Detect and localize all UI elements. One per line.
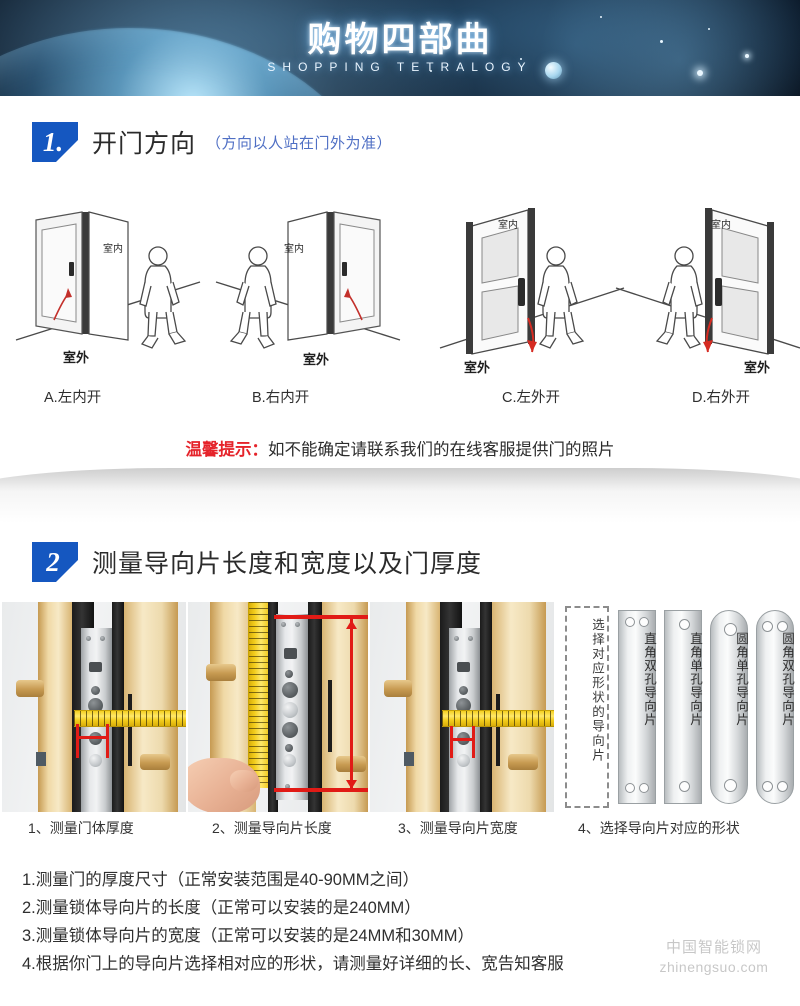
outdoor-label: 室外 (303, 352, 329, 368)
nebula-glow (520, 0, 800, 96)
door-diagram-c: 室内 室外 (432, 190, 632, 390)
select-shape-text: 选择对应形状的导向片 (590, 618, 604, 763)
site-watermark: 中国智能锁网 zhinengsuo.com (628, 936, 800, 975)
star-icon (520, 58, 522, 60)
note-1: 1.测量门的厚度尺寸（正常安装范围是40-90MM之间） (22, 871, 419, 889)
warm-tip: 温馨提示：如不能确定请联系我们的在线客服提供门的照片 (0, 436, 800, 460)
star-icon (745, 54, 749, 58)
plate-hole (724, 623, 737, 636)
guide-plate-round-single[interactable] (710, 610, 748, 804)
outdoor-label: 室外 (63, 350, 89, 366)
indoor-label: 室内 (711, 218, 731, 231)
indoor-label: 室内 (103, 242, 123, 255)
section-1-badge: 1. (32, 122, 78, 162)
door-option-a-label: A.左内开 (44, 390, 102, 406)
banner-subtitle: SHOPPING TETRALOGY (267, 60, 533, 74)
indoor-label: 室内 (498, 218, 518, 231)
caption-2: 2、测量导向片长度 (212, 820, 332, 836)
header-banner: 购物四部曲 SHOPPING TETRALOGY (0, 0, 800, 96)
photo-captions: 1、测量门体厚度 2、测量导向片长度 3、测量导向片宽度 4、选择导向片对应的形… (0, 818, 800, 842)
plate-hole (679, 619, 690, 630)
section-1-title: 开门方向 (92, 130, 197, 158)
star-icon (430, 70, 432, 72)
guide-plate-square-double-label: 直角双孔导向片 (642, 632, 656, 727)
caption-1: 1、测量门体厚度 (28, 820, 134, 836)
measurement-notes: 1.测量门的厚度尺寸（正常安装范围是40-90MM之间） 2.测量锁体导向片的长… (22, 866, 782, 978)
note-3: 3.测量锁体导向片的宽度（正常可以安装的是24MM和30MM） (22, 927, 474, 945)
measurement-photos (0, 602, 800, 812)
plate-hole (777, 781, 788, 792)
guide-plate-round-single-label: 圆角单孔导向片 (734, 632, 748, 727)
section-1-heading: 1. 开门方向 （方向以人站在门外为准） (32, 122, 392, 162)
indoor-label: 室内 (284, 242, 304, 255)
outdoor-label: 室外 (464, 360, 490, 376)
plate-hole (625, 783, 635, 793)
plate-hole (679, 781, 690, 792)
plate-hole (625, 617, 635, 627)
star-icon (708, 28, 710, 30)
guide-plate-round-double-label: 圆角双孔导向片 (780, 632, 794, 727)
star-icon (697, 70, 703, 76)
note-4: 4.根据你门上的导向片选择相对应的形状，请测量好详细的长、宽告知客服 (22, 955, 564, 973)
section-2-heading: 2 测量导向片长度和宽度以及门厚度 (32, 542, 482, 582)
door-diagram-b: 室内 室外 (208, 190, 408, 390)
moon-icon (545, 62, 562, 79)
plate-hole (762, 621, 773, 632)
guide-plate-square-single-label: 直角单孔导向片 (688, 632, 702, 727)
door-option-d-label: D.右外开 (692, 390, 750, 406)
photo-measure-plate-length (188, 602, 368, 812)
select-shape-box (565, 606, 609, 808)
star-icon (470, 22, 472, 24)
plate-hole (762, 781, 773, 792)
plate-hole (777, 621, 788, 632)
section-2-title: 测量导向片长度和宽度以及门厚度 (92, 550, 483, 578)
warm-tip-text: 如不能确定请联系我们的在线客服提供门的照片 (268, 441, 615, 459)
door-option-c-label: C.左外开 (502, 390, 560, 406)
section-2-badge: 2 (32, 542, 78, 582)
outdoor-label: 室外 (744, 360, 770, 376)
watermark-name: 中国智能锁网 (665, 939, 762, 956)
plate-hole (724, 779, 737, 792)
guide-plate-round-double[interactable] (756, 610, 794, 804)
photo-measure-door-thickness (2, 602, 186, 812)
watermark-url: zhinengsuo.com (659, 959, 769, 975)
warm-tip-label: 温馨提示： (185, 441, 269, 459)
guide-plate-square-single[interactable] (664, 610, 702, 804)
guide-plate-square-double[interactable] (618, 610, 656, 804)
caption-4: 4、选择导向片对应的形状 (578, 820, 740, 836)
photo-measure-plate-width (370, 602, 554, 812)
section-divider (0, 468, 800, 532)
section-1-note: （方向以人站在门外为准） (206, 134, 393, 152)
plate-hole (639, 617, 649, 627)
door-option-b-label: B.右内开 (252, 390, 310, 406)
guide-plate-options: 选择对应形状的导向片 直角双孔导向片 直角单孔导向片 圆角单孔导向片 圆角双孔导… (560, 602, 800, 812)
plate-hole (639, 783, 649, 793)
caption-3: 3、测量导向片宽度 (398, 820, 518, 836)
door-direction-diagrams: 室内 室外 (0, 190, 800, 390)
door-option-labels: A.左内开 B.右内开 C.左外开 D.右外开 (0, 386, 800, 414)
star-icon (660, 40, 663, 43)
banner-title: 购物四部曲 (307, 20, 493, 60)
note-2: 2.测量锁体导向片的长度（正常可以安装的是240MM） (22, 899, 421, 917)
door-diagram-a: 室内 室外 (8, 190, 208, 390)
door-diagram-d: 室内 室外 (608, 190, 800, 390)
star-icon (600, 16, 602, 18)
